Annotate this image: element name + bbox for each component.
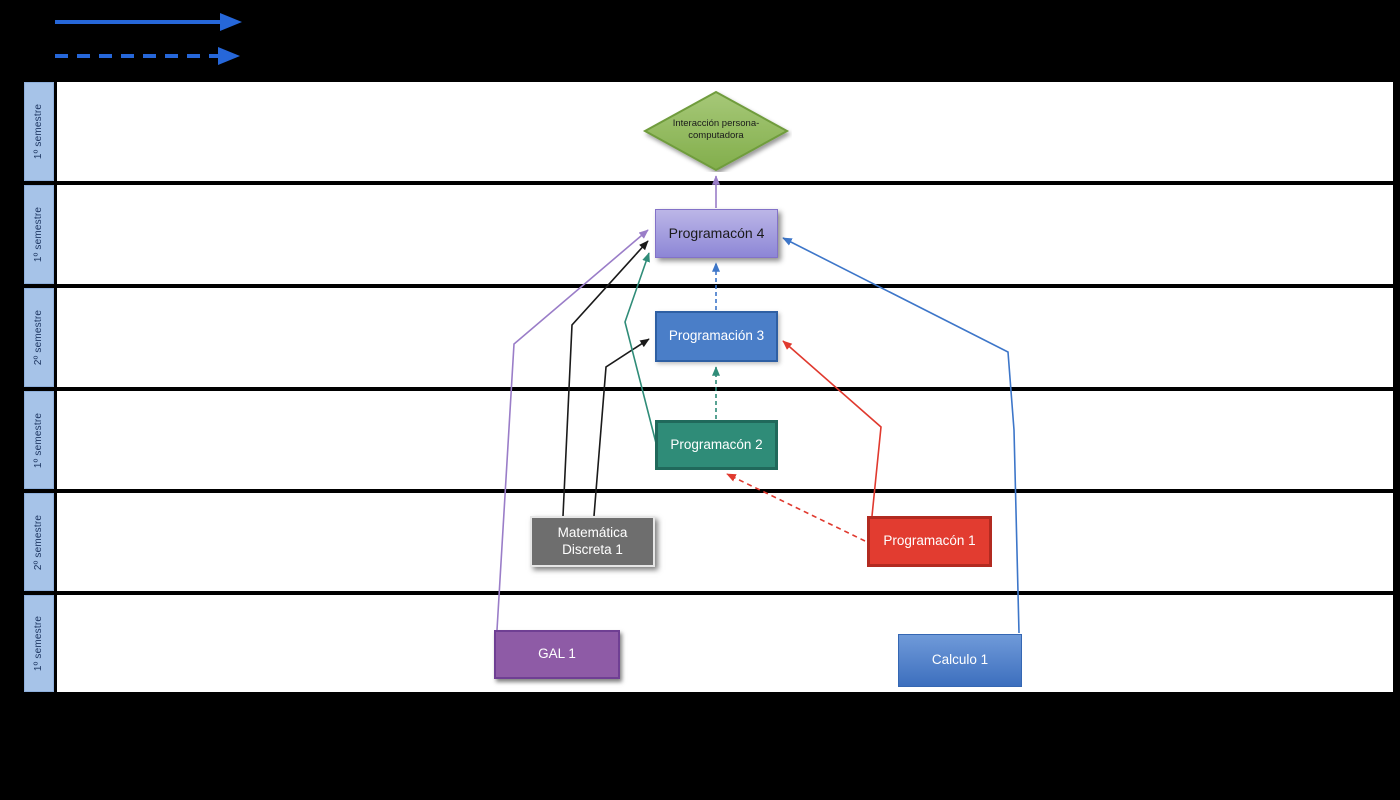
node-programacon-2: Programacón 2	[655, 420, 778, 470]
row-label-4: 1º semestre	[24, 391, 54, 489]
dashed-arrow-icon	[55, 47, 240, 65]
row-label-1: 1º semestre	[24, 82, 54, 181]
row-label-text: 2º semestre	[33, 514, 45, 570]
node-gal-1: GAL 1	[494, 630, 620, 679]
node-label: Programacón 2	[670, 436, 763, 452]
row-label-3: 2º semestre	[24, 288, 54, 387]
node-label: Matemática Discreta 1	[557, 525, 628, 557]
node-label: Interacción persona- computadora	[672, 118, 760, 141]
node-label: Programacón 1	[883, 533, 976, 549]
node-programacon-4: Programacón 4	[655, 209, 778, 258]
node-programacon-1: Programacón 1	[867, 516, 992, 567]
row-label-6: 1º semestre	[24, 595, 54, 692]
row-label-5: 2º semestre	[24, 493, 54, 591]
node-programacion-3: Programación 3	[655, 311, 778, 362]
row-label-text: 2º semestre	[33, 309, 45, 366]
chart-row-6	[57, 595, 1393, 692]
legend	[55, 13, 242, 65]
row-label-text: 1º semestre	[33, 615, 45, 672]
node-label: Programacón 4	[668, 225, 765, 242]
row-label-text: 1º semestre	[33, 103, 45, 160]
node-label: GAL 1	[538, 646, 576, 662]
node-matematica-discreta-1: Matemática Discreta 1	[530, 516, 655, 567]
diamond-shape	[642, 90, 790, 172]
node-interaccion: Interacción persona- computadora	[640, 88, 792, 172]
row-label-2: 1º semestre	[24, 185, 54, 284]
node-label: Calculo 1	[931, 652, 989, 668]
row-label-text: 1º semestre	[33, 206, 45, 263]
node-label: Programación 3	[668, 328, 765, 344]
row-label-text: 1º semestre	[33, 412, 45, 468]
node-calculo-1: Calculo 1	[898, 634, 1022, 687]
solid-arrow-icon	[55, 13, 242, 31]
chart-row-5	[57, 493, 1393, 591]
